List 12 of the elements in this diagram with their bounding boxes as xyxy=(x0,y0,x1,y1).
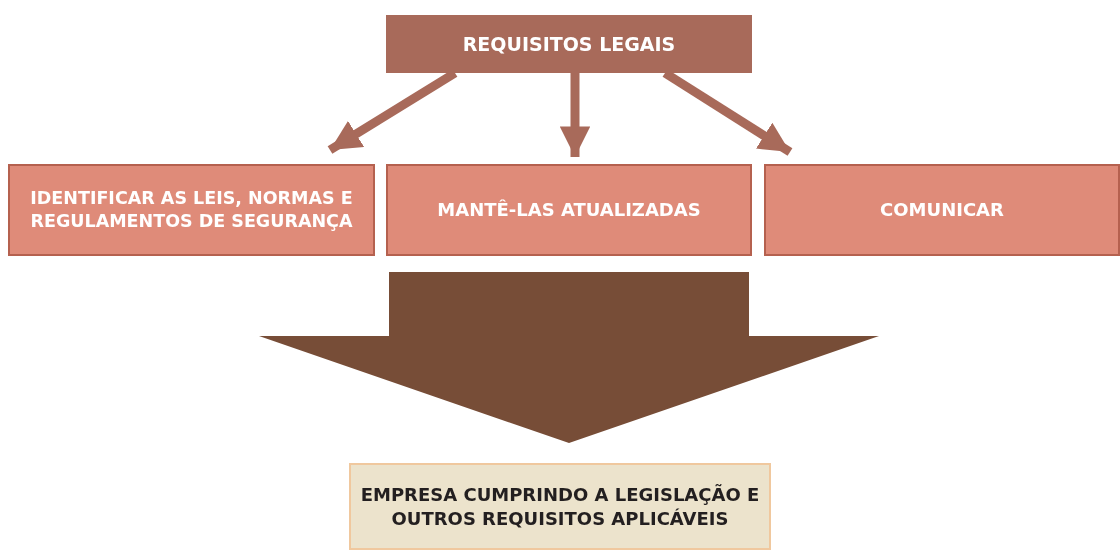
node-label: COMUNICAR xyxy=(880,198,1004,222)
block-arrow xyxy=(259,272,879,443)
result-box xyxy=(349,463,771,550)
process-box xyxy=(764,164,1120,256)
title-box xyxy=(386,15,752,73)
arrow xyxy=(559,73,591,157)
process-box xyxy=(386,164,752,256)
node-label: MANTÊ-LAS ATUALIZADAS xyxy=(437,198,701,222)
process-box xyxy=(8,164,375,256)
node-label: REQUISITOS LEGAIS xyxy=(462,31,676,57)
node-label: IDENTIFICAR AS LEIS, NORMAS E REGULAMENTOS DE SEGURANÇA xyxy=(29,187,354,233)
node-label: EMPRESA CUMPRINDO A LEGISLAÇÃO E OUTROS REQUISITOS APLICÁVEIS xyxy=(359,483,761,530)
